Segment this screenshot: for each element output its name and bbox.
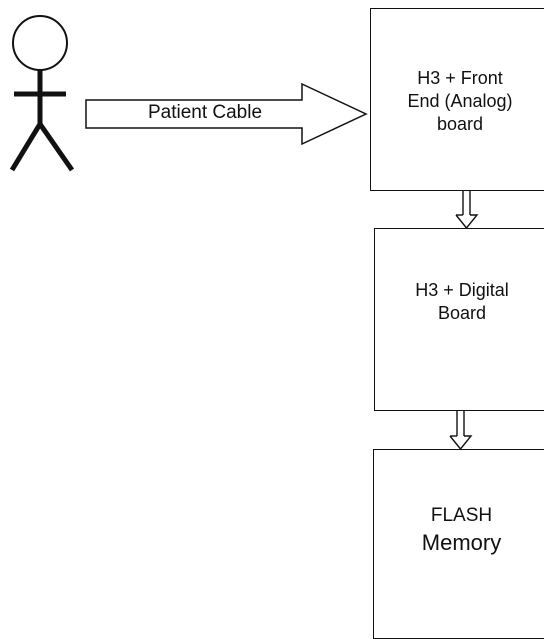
patient-cable-label: Patient Cable — [147, 102, 263, 123]
flash-memory-box: FLASH Memory — [373, 449, 544, 639]
digital-to-flash-arrow — [449, 410, 473, 451]
front-end-analog-board-box: H3 + Front End (Analog) board — [370, 8, 544, 191]
head-shape — [12, 15, 68, 71]
digital-box-text: H3 + Digital Board — [375, 279, 544, 325]
front-end-line-2: End (Analog) — [407, 91, 513, 111]
flash-line-1: FLASH — [430, 505, 493, 526]
front-end-line-1: H3 + Front — [417, 68, 503, 88]
right-leg-shape — [37, 122, 75, 172]
flash-line-2: Memory — [421, 530, 502, 555]
flash-box-text: FLASH Memory — [374, 504, 544, 559]
patient-cable-arrow — [85, 82, 368, 146]
front-end-box-text: H3 + Front End (Analog) board — [371, 67, 544, 136]
front-end-line-3: board — [436, 114, 484, 134]
digital-line-2: Board — [437, 303, 487, 323]
stick-figure-patient-icon — [9, 15, 75, 172]
digital-board-box: H3 + Digital Board — [374, 228, 544, 411]
left-leg-shape — [9, 122, 43, 172]
digital-line-1: H3 + Digital — [415, 280, 509, 300]
front-to-digital-arrow — [455, 190, 479, 230]
